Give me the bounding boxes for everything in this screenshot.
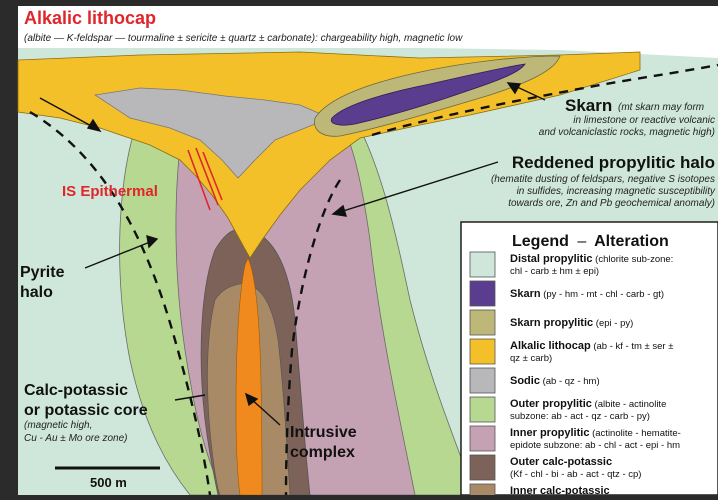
legend-item-name: Outer calc-potassic xyxy=(510,456,612,468)
core-label-1: Calc-potassic xyxy=(24,382,128,399)
pyrite-halo-label-1: Pyrite xyxy=(20,264,65,281)
halo-note-3: towards ore, Zn and Pb geochemical anoma… xyxy=(508,198,715,209)
legend-swatch xyxy=(470,281,495,306)
legend-item-name: Skarn propylitic xyxy=(510,317,593,329)
legend-item-name: Outer propylitic xyxy=(510,398,592,410)
legend-swatch xyxy=(470,368,495,393)
legend-item-detail-2: (Kf - chl - bi - ab - act - qtz - cp) xyxy=(510,469,641,480)
legend-item-name: Inner propylitic xyxy=(510,427,589,439)
halo-note-1: (hematite dusting of feldspars, negative… xyxy=(491,174,715,185)
pyrite-halo-label-2: halo xyxy=(20,284,53,301)
legend-item-label: Alkalic lithocap (ab - kf - tm ± ser ± xyxy=(510,340,673,352)
legend-title-b: Alteration xyxy=(594,233,669,250)
legend-item-label: Distal propylitic (chlorite sub-zone: xyxy=(510,253,673,265)
legend-swatch xyxy=(470,310,495,335)
scale-label: 500 m xyxy=(90,475,127,490)
legend-item-detail-2: chl - carb ± hm ± epi) xyxy=(510,266,599,277)
legend-item-detail: (ab - kf - tm ± ser ± xyxy=(591,341,674,352)
legend-item-detail: (epi - py) xyxy=(593,318,633,329)
legend-item-label: Sodic (ab - qz - hm) xyxy=(510,375,600,387)
legend-item-detail-2: qz ± carb) xyxy=(510,353,552,364)
title-mineralogy: (albite — K-feldspar — tourmaline ± seri… xyxy=(24,33,463,44)
legend-item-detail: (py - hm - mt - chl - carb - gt) xyxy=(541,289,665,300)
legend-item-detail-2: subzone: ab - act - qz - carb - py) xyxy=(510,411,650,422)
legend-swatch xyxy=(470,426,495,451)
core-note-1: (magnetic high, xyxy=(24,420,92,431)
legend-item-detail-2: epidote subzone: ab - chl - act - epi - … xyxy=(510,440,680,451)
legend-title-a: Legend xyxy=(512,233,569,250)
legend-item-label: Inner propylitic (actinolite - hematite- xyxy=(510,427,681,439)
skarn-note-2: in limestone or reactive volcanic xyxy=(573,115,715,126)
legend-item-name: Inner calc-potassic xyxy=(510,485,610,495)
skarn-note-1: (mt skarn may form xyxy=(618,102,704,113)
legend-item-detail: (albite - actinolite xyxy=(592,399,666,410)
intrusive-label-1: Intrusive xyxy=(290,424,357,441)
legend-swatch xyxy=(470,339,495,364)
legend-swatch xyxy=(470,252,495,277)
title-alkalic-lithocap: Alkalic lithocap xyxy=(24,8,156,28)
legend-item-label: Outer calc-potassic xyxy=(510,456,612,468)
legend-item-label: Outer propylitic (albite - actinolite xyxy=(510,398,666,410)
legend-swatch xyxy=(470,455,495,480)
legend-item-label: Skarn propylitic (epi - py) xyxy=(510,317,633,329)
legend-item-detail: (chlorite sub-zone: xyxy=(593,254,674,265)
core-note-2: Cu - Au ± Mo ore zone) xyxy=(24,433,128,444)
legend-swatch xyxy=(470,484,495,495)
legend: Legend – Alteration Distal propylitic (c… xyxy=(461,222,718,495)
legend-title-sep: – xyxy=(577,233,586,250)
legend-item-label: Skarn (py - hm - mt - chl - carb - gt) xyxy=(510,288,664,300)
reddened-halo-label: Reddened propylitic halo xyxy=(512,153,715,172)
skarn-note-3: and volcaniclastic rocks, magnetic high) xyxy=(539,127,715,138)
legend-item-detail: (actinolite - hematite- xyxy=(589,428,680,439)
skarn-label: Skarn xyxy=(565,96,612,115)
is-epithermal-label: IS Epithermal xyxy=(62,183,158,200)
legend-swatch xyxy=(470,397,495,422)
legend-item-name: Distal propylitic xyxy=(510,253,593,265)
legend-item-label: Inner calc-potassic xyxy=(510,485,610,495)
intrusive-label-2: complex xyxy=(290,444,355,461)
legend-item-name: Alkalic lithocap xyxy=(510,340,591,352)
legend-item-detail: (ab - qz - hm) xyxy=(540,376,600,387)
core-label-2: or potassic core xyxy=(24,402,148,419)
legend-item-name: Skarn xyxy=(510,288,541,300)
halo-note-2: in sulfides, increasing magnetic suscept… xyxy=(517,186,716,197)
legend-item-name: Sodic xyxy=(510,375,540,387)
